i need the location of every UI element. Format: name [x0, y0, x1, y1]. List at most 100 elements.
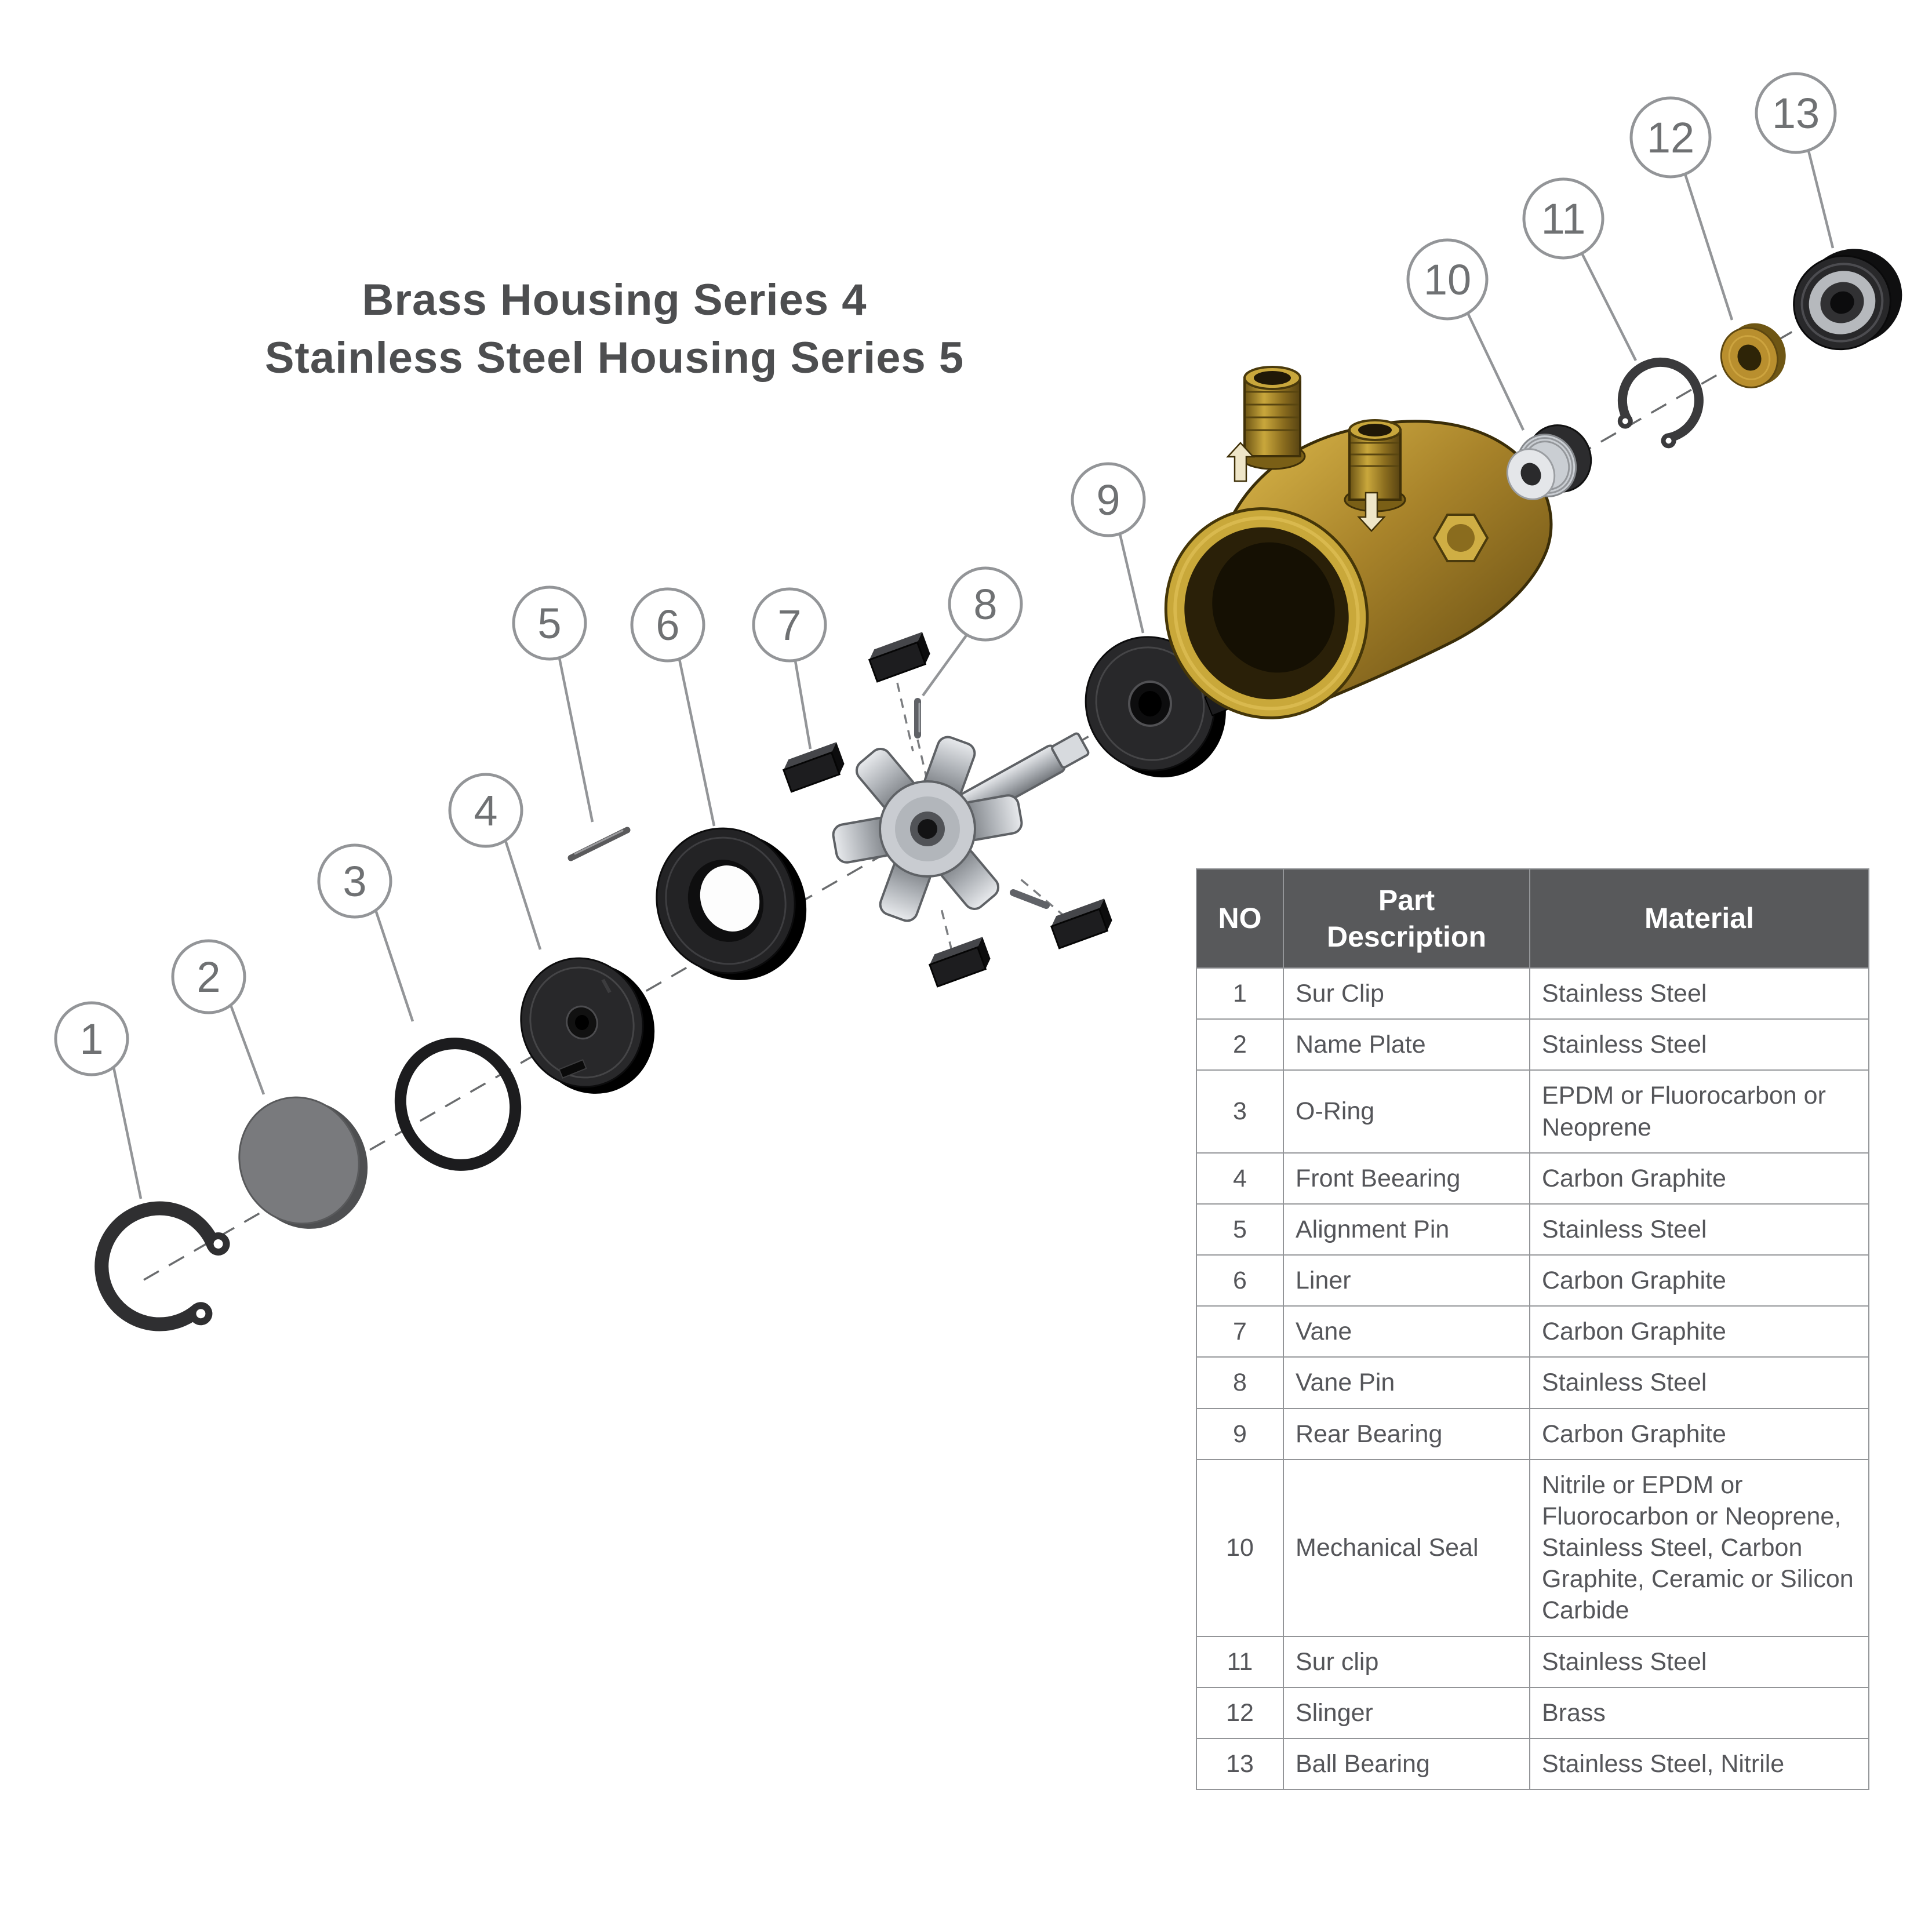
flow-arrow-down-icon	[1357, 492, 1386, 532]
table-row: 13 Ball Bearing Stainless Steel, Nitrile	[1196, 1737, 1869, 1791]
cell-part: Ball Bearing	[1283, 1737, 1530, 1791]
pump-housing-part	[1164, 366, 1553, 719]
housing-front-bore	[1164, 507, 1369, 719]
table-row: 8 Vane Pin Stainless Steel	[1196, 1356, 1869, 1409]
rear-bearing-part	[1085, 636, 1229, 778]
svg-text:13: 13	[1772, 89, 1820, 137]
cell-material: EPDM or Fluorocarbon or Neoprene	[1529, 1069, 1869, 1154]
table-row: 11 Sur clip Stainless Steel	[1196, 1635, 1869, 1688]
cell-material: Brass	[1529, 1686, 1869, 1739]
callout-6: 6	[630, 587, 705, 663]
table-row: 10 Mechanical Seal Nitrile or EPDM or Fl…	[1196, 1458, 1869, 1637]
cell-no: 12	[1196, 1686, 1284, 1739]
cell-no: 2	[1196, 1018, 1284, 1071]
table-row: 2 Name Plate Stainless Steel	[1196, 1018, 1869, 1071]
table-row: 12 Slinger Brass	[1196, 1686, 1869, 1739]
construction-lines	[896, 682, 1067, 951]
cell-no: 9	[1196, 1407, 1284, 1460]
table-header-row: NO Part Description Material	[1196, 868, 1869, 969]
cell-material: Nitrile or EPDM or Fluorocarbon or Neopr…	[1529, 1458, 1869, 1637]
sur-clip-part	[94, 1201, 230, 1331]
svg-text:2: 2	[197, 953, 220, 1001]
callout-1: 1	[54, 1001, 129, 1076]
table-row: 5 Alignment Pin Stainless Steel	[1196, 1203, 1869, 1256]
cell-part: Mechanical Seal	[1283, 1458, 1530, 1637]
cell-material: Stainless Steel	[1529, 1356, 1869, 1409]
cell-material: Carbon Graphite	[1529, 1254, 1869, 1307]
callout-balloons: 1 2 3 4 5 6 7 8	[54, 72, 1837, 1076]
cell-part: O-Ring	[1283, 1069, 1530, 1154]
svg-text:8: 8	[973, 580, 997, 628]
cell-part: Rear Bearing	[1283, 1407, 1530, 1460]
cell-no: 13	[1196, 1737, 1284, 1791]
title-line-2: Stainless Steel Housing Series 5	[264, 333, 965, 383]
header-no: NO	[1196, 868, 1284, 969]
callout-7: 7	[752, 587, 827, 663]
svg-text:7: 7	[777, 601, 801, 649]
cell-part: Slinger	[1283, 1686, 1530, 1739]
svg-text:6: 6	[656, 601, 679, 649]
cell-part: Alignment Pin	[1283, 1203, 1530, 1256]
housing-hex-plug	[1432, 514, 1489, 562]
vane-pin-parts	[914, 698, 1050, 909]
svg-text:11: 11	[1541, 195, 1586, 243]
table-row: 9 Rear Bearing Carbon Graphite	[1196, 1407, 1869, 1460]
cell-no: 4	[1196, 1152, 1284, 1205]
callout-9: 9	[1071, 462, 1146, 537]
callout-13: 13	[1755, 72, 1837, 154]
table-row: 7 Vane Carbon Graphite	[1196, 1305, 1869, 1358]
svg-text:5: 5	[537, 599, 561, 647]
cell-material: Carbon Graphite	[1529, 1305, 1869, 1358]
svg-text:4: 4	[474, 787, 497, 835]
name-plate-part	[238, 1096, 368, 1229]
mechanical-seal-part	[1506, 424, 1592, 500]
svg-text:3: 3	[343, 857, 366, 905]
alignment-pin-part	[567, 827, 631, 861]
cell-no: 6	[1196, 1254, 1284, 1307]
callout-4: 4	[448, 773, 523, 848]
callout-8: 8	[948, 566, 1023, 642]
cell-part: Liner	[1283, 1254, 1530, 1307]
callout-2: 2	[171, 939, 246, 1014]
o-ring-part	[394, 1038, 522, 1171]
svg-text:10: 10	[1424, 256, 1471, 304]
table-row: 3 O-Ring EPDM or Fluorocarbon or Neopren…	[1196, 1069, 1869, 1154]
housing-port-outlet	[1344, 419, 1406, 512]
callout-11: 11	[1522, 177, 1604, 260]
vane-parts	[782, 632, 1112, 988]
title-line-1: Brass Housing Series 4	[362, 275, 867, 325]
table-row: 1 Sur Clip Stainless Steel	[1196, 967, 1869, 1020]
liner-part	[656, 827, 807, 980]
table-row: 4 Front Beearing Carbon Graphite	[1196, 1152, 1869, 1205]
cell-part: Name Plate	[1283, 1018, 1530, 1071]
ball-bearing-part	[1793, 249, 1902, 351]
sur-clip-small-part	[1617, 357, 1704, 449]
cell-material: Stainless Steel	[1529, 967, 1869, 1020]
svg-text:12: 12	[1647, 114, 1694, 162]
cell-material: Stainless Steel, Nitrile	[1529, 1737, 1869, 1791]
cell-material: Stainless Steel	[1529, 1203, 1869, 1256]
cell-no: 8	[1196, 1356, 1284, 1409]
cell-no: 10	[1196, 1458, 1284, 1637]
header-material: Material	[1529, 868, 1869, 969]
cell-no: 1	[1196, 967, 1284, 1020]
cell-no: 5	[1196, 1203, 1284, 1256]
cell-part: Front Beearing	[1283, 1152, 1530, 1205]
diagram-title: Brass Housing Series 4 Stainless Steel H…	[151, 271, 1078, 388]
slinger-part	[1720, 323, 1786, 388]
flow-arrow-up-icon	[1226, 442, 1255, 482]
parts-table: NO Part Description Material 1 Sur Clip …	[1196, 868, 1869, 1791]
cell-part: Sur Clip	[1283, 967, 1530, 1020]
cell-part: Vane	[1283, 1305, 1530, 1358]
cell-no: 11	[1196, 1635, 1284, 1688]
callout-10: 10	[1406, 238, 1489, 321]
callout-leader-lines	[112, 150, 1835, 1199]
callout-12: 12	[1629, 96, 1712, 179]
front-bearing-part	[520, 957, 655, 1094]
table-row: 6 Liner Carbon Graphite	[1196, 1254, 1869, 1307]
cell-no: 7	[1196, 1305, 1284, 1358]
cell-part: Sur clip	[1283, 1635, 1530, 1688]
cell-material: Stainless Steel	[1529, 1018, 1869, 1071]
cell-material: Carbon Graphite	[1529, 1407, 1869, 1460]
cell-no: 3	[1196, 1069, 1284, 1154]
